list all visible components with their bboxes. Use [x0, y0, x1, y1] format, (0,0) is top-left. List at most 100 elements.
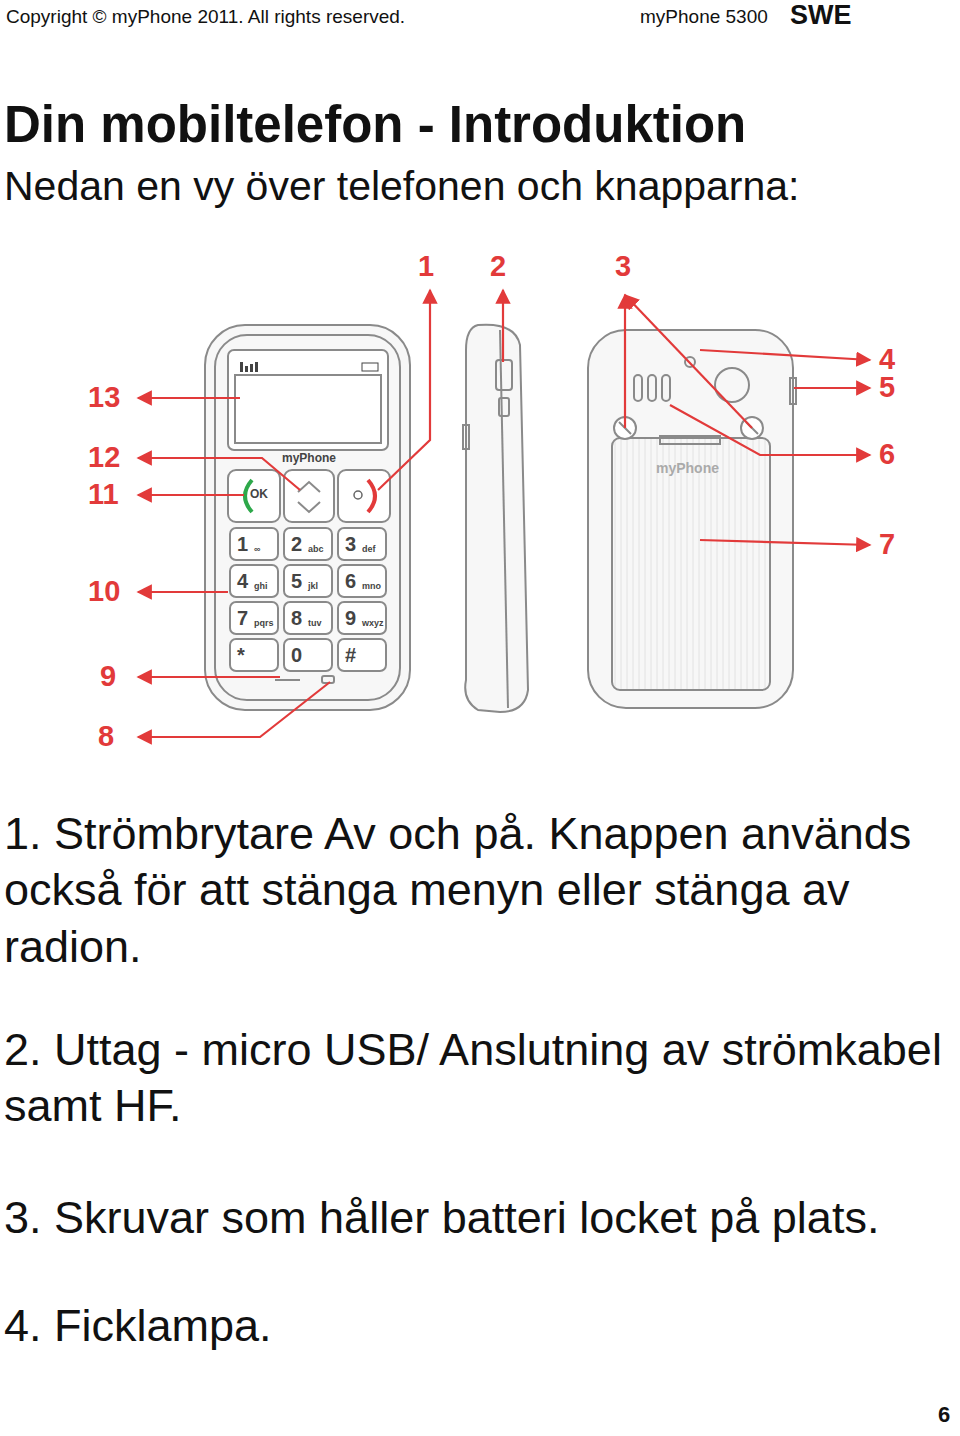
drawing-rect — [338, 528, 386, 560]
drawing-rect — [284, 639, 332, 671]
drawing-polyline — [138, 676, 280, 678]
drawing-polyline — [378, 290, 430, 490]
drawing-g — [240, 362, 378, 372]
drawing-rect — [284, 565, 332, 597]
key-letters: ghi — [254, 581, 268, 591]
drawing-g — [463, 325, 528, 712]
drawing-rect — [230, 639, 278, 671]
callout-number: 13 — [88, 381, 120, 414]
key-letters: pqrs — [254, 618, 274, 628]
key-letters: abc — [308, 544, 324, 554]
key-digit: 6 — [345, 570, 356, 593]
drawing-polyline — [138, 591, 228, 593]
key-letters: wxyz — [362, 618, 384, 628]
drawing-rect — [235, 375, 381, 443]
drawing-polyline — [502, 290, 504, 362]
drawing-rect — [496, 360, 512, 390]
drawing-rect — [230, 565, 278, 597]
drawing-rect — [250, 364, 253, 372]
drawing-rect — [338, 639, 386, 671]
drawing-rect — [338, 565, 386, 597]
drawing-polyline — [794, 387, 870, 389]
drawing-polyline — [138, 397, 240, 399]
callout-number: 10 — [88, 575, 120, 608]
callout-number: 6 — [879, 438, 895, 471]
callout-number: 3 — [615, 250, 631, 283]
drawing-rect — [338, 470, 390, 522]
drawing-rect — [338, 602, 386, 634]
key-digit: 4 — [237, 570, 248, 593]
description-text: 4. Ficklampa. — [4, 1298, 944, 1354]
drawing-polyline — [624, 295, 626, 428]
drawing-path — [465, 325, 528, 712]
key-digit: 9 — [345, 607, 356, 630]
drawing-rect — [648, 375, 656, 401]
description-text: 3. Skruvar som håller batteri locket på … — [4, 1190, 954, 1246]
drawing-rect — [499, 398, 509, 416]
key-digit: 1 — [237, 533, 248, 556]
key-text: OK — [250, 488, 268, 502]
drawing-polyline — [625, 295, 752, 428]
key-letters: def — [362, 544, 376, 554]
drawing-rect — [245, 366, 248, 372]
drawing-g — [588, 330, 796, 708]
drawing-circle — [715, 368, 749, 402]
drawing-line — [275, 679, 300, 681]
key-digit: 5 — [291, 570, 302, 593]
drawing-rect — [255, 362, 258, 372]
drawing-polyline — [700, 350, 870, 360]
callout-number: 11 — [88, 478, 119, 511]
drawing-rect — [660, 436, 720, 444]
drawing-g — [205, 325, 410, 710]
key-digit: 2 — [291, 533, 302, 556]
key-digit: 8 — [291, 607, 302, 630]
drawing-rect — [205, 325, 410, 710]
callout-number: 5 — [879, 371, 895, 404]
key-digit: 0 — [291, 644, 302, 667]
key-letters: ∞ — [254, 544, 260, 554]
callout-number: 9 — [100, 660, 116, 693]
model-name: myPhone 5300 — [640, 6, 768, 28]
copyright-note: Copyright © myPhone 2011. All rights res… — [6, 6, 405, 28]
drawing-polyline — [138, 682, 330, 737]
callout-number: 12 — [88, 441, 120, 474]
page-number: 6 — [938, 1402, 950, 1427]
drawing-rect — [228, 350, 388, 450]
drawing-circle — [354, 491, 362, 499]
key-digit: 7 — [237, 607, 248, 630]
drawing-rect — [322, 676, 334, 683]
drawing-line — [500, 330, 508, 708]
drawing-polyline — [700, 540, 870, 545]
callout-number: 1 — [418, 250, 434, 283]
drawing-path — [368, 480, 375, 512]
drawing-rect — [362, 363, 378, 371]
drawing-rect — [215, 335, 400, 700]
brand-logo: myPhone — [282, 452, 336, 466]
key-letters: mno — [362, 581, 381, 591]
key-digit: * — [237, 644, 245, 667]
drawing-rect — [240, 362, 243, 372]
drawing-rect — [612, 438, 770, 690]
drawing-polyline — [138, 458, 300, 490]
key-digit: 3 — [345, 533, 356, 556]
drawing-rect — [790, 378, 796, 404]
drawing-rect — [463, 425, 469, 449]
subtitle: Nedan en vy över telefonen och knapparna… — [4, 163, 800, 210]
drawing-rect — [284, 528, 332, 560]
drawing-rect — [284, 470, 334, 522]
drawing-polyline — [138, 494, 244, 496]
drawing-rect — [588, 330, 793, 708]
key-letters: tuv — [308, 618, 322, 628]
drawing-polyline — [670, 405, 870, 455]
callout-number: 2 — [490, 250, 506, 283]
language-code: SWE — [790, 0, 852, 31]
callout-number: 7 — [879, 528, 895, 561]
drawing-rect — [634, 375, 642, 401]
drawing-path — [298, 482, 320, 512]
description-text: 1. Strömbrytare Av och på. Knappen använ… — [4, 806, 944, 975]
drawing-rect — [662, 375, 670, 401]
drawing-rect — [230, 528, 278, 560]
drawing-g — [138, 290, 870, 737]
key-digit: # — [345, 644, 356, 667]
brand-logo: myPhone — [656, 460, 719, 476]
